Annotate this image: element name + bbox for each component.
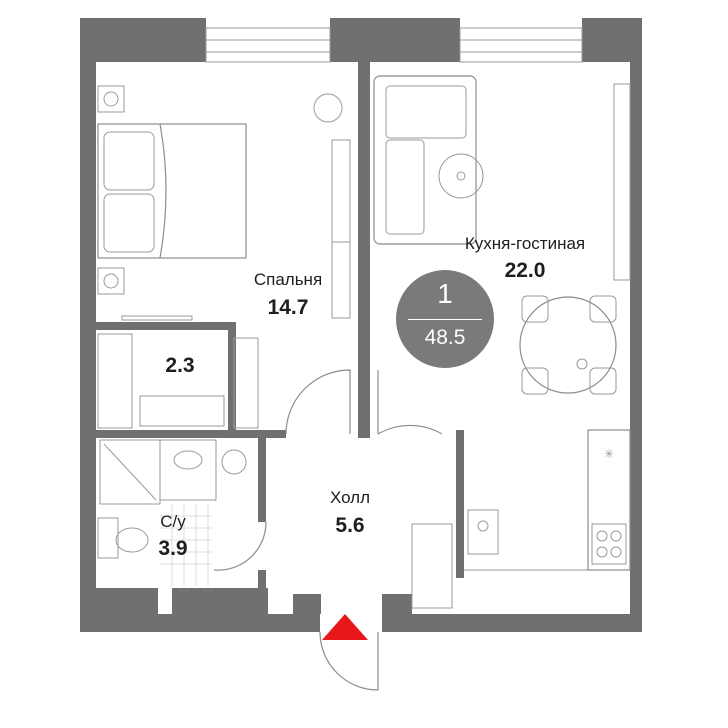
apartment-summary-badge: 1 48.5	[396, 270, 494, 368]
bathroom-name: С/у	[160, 512, 186, 531]
bathroom-fixtures	[97, 439, 247, 586]
kitchen-units: ✳	[464, 429, 631, 571]
bathroom-area: 3.9	[158, 537, 188, 560]
hall-area: 5.6	[335, 514, 365, 537]
closet-area: 2.3	[165, 354, 195, 377]
svg-text:✳: ✳	[604, 447, 614, 461]
doors	[213, 369, 443, 691]
badge-divider	[408, 319, 482, 320]
bedroom-area: 14.7	[267, 296, 309, 319]
living-furniture	[373, 75, 631, 395]
exterior-walls	[80, 18, 642, 632]
bedroom-name: Спальня	[253, 270, 323, 289]
room-count: 1	[437, 278, 453, 309]
windows	[205, 27, 583, 63]
hall-name: Холл	[329, 488, 371, 507]
living-name: Кухня-гостиная	[464, 234, 586, 253]
entrance-arrow-icon	[322, 614, 368, 640]
living-area: 22.0	[504, 259, 546, 282]
closet-storage	[97, 333, 453, 609]
interior-walls	[96, 62, 464, 614]
bedroom-furniture	[97, 85, 351, 321]
total-area: 48.5	[424, 326, 466, 349]
